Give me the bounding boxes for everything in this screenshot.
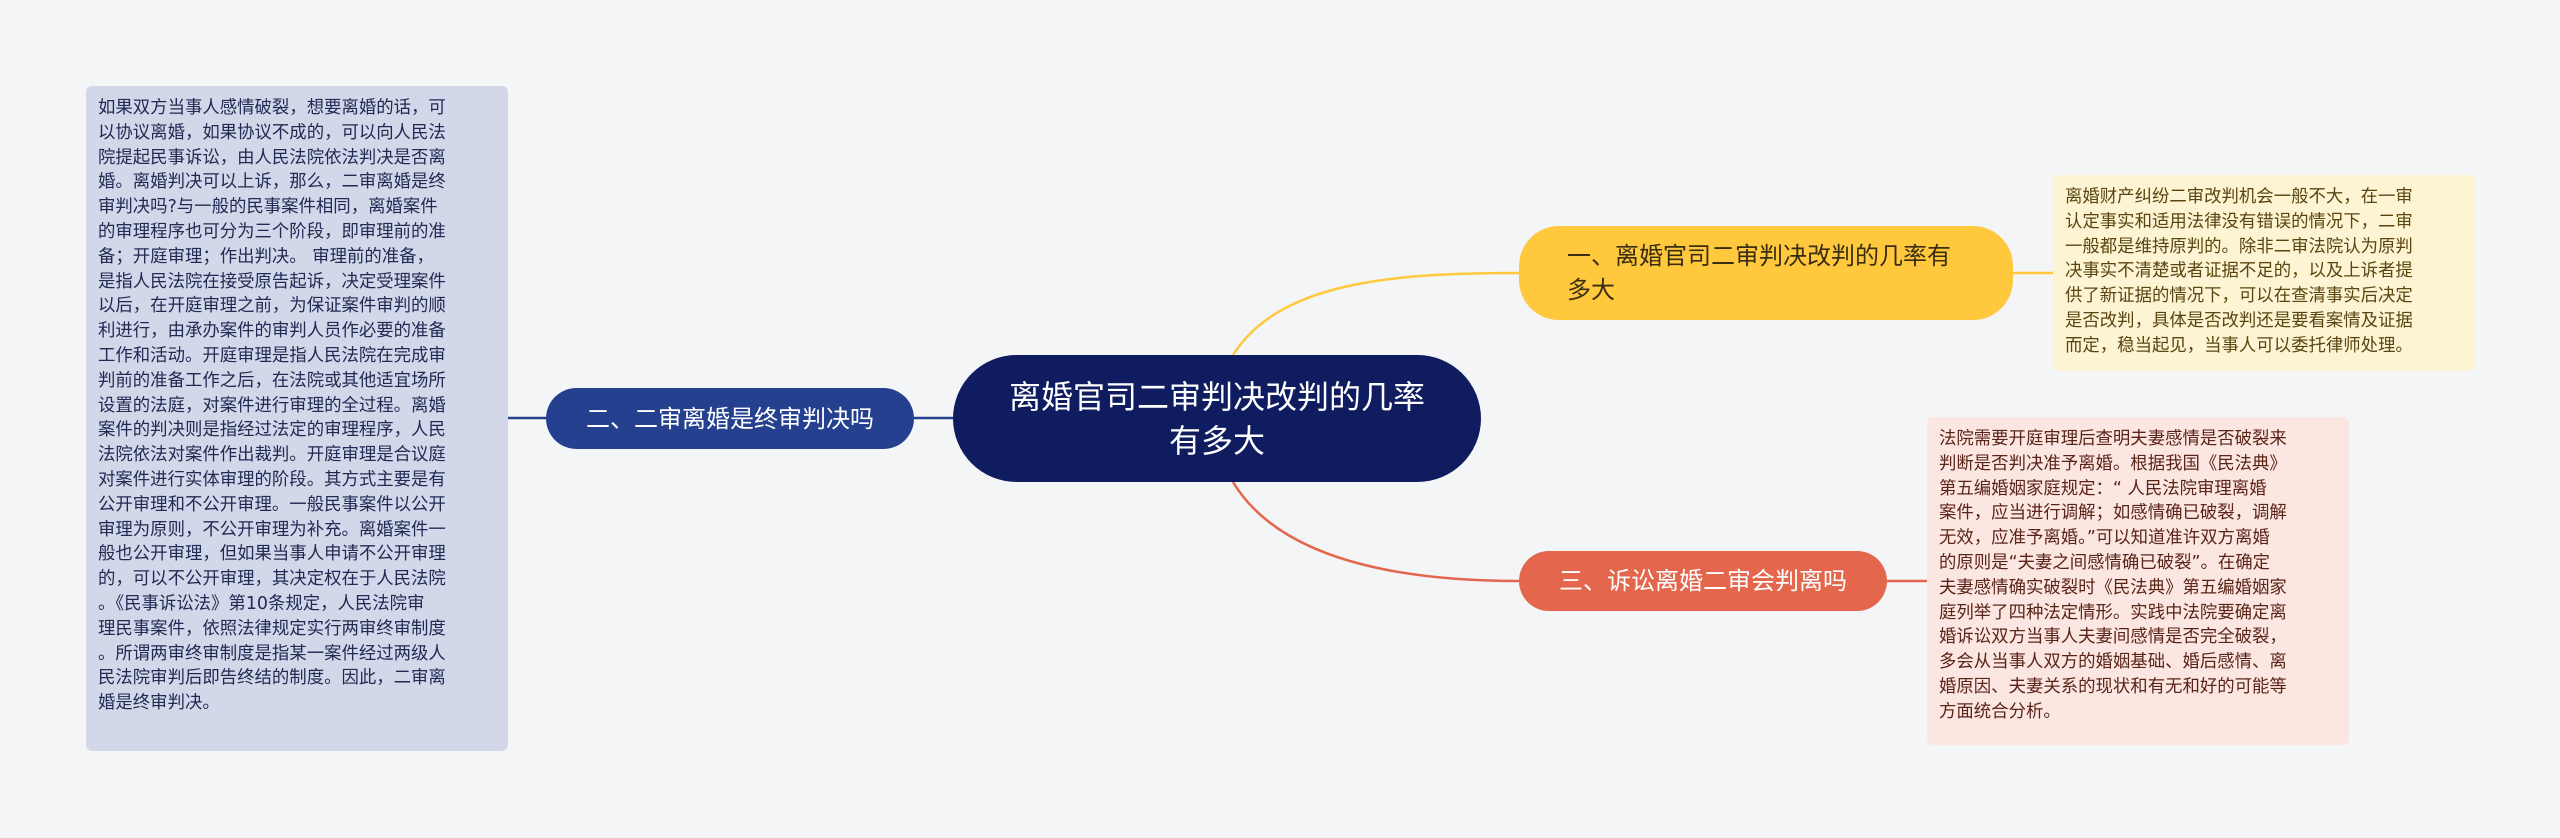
- branch-topic-3-label: 三、诉讼离婚二审会判离吗: [1559, 567, 1847, 595]
- branch-2-detail-note: 如果双方当事人感情破裂，想要离婚的话，可 以协议离婚，如果协议不成的，可以向人民…: [86, 86, 508, 751]
- central-topic-title: 离婚官司二审判决改判的几率有多大: [1008, 377, 1425, 460]
- branch-topic-1[interactable]: 一、离婚官司二审判决改判的几率有多大: [1519, 226, 2013, 320]
- connector-center-to-branch3: [1231, 481, 1520, 583]
- connector-center-to-branch1: [1231, 271, 1520, 356]
- branch-topic-3[interactable]: 三、诉讼离婚二审会判离吗: [1519, 551, 1887, 611]
- branch-topic-1-label: 一、离婚官司二审判决改判的几率有多大: [1567, 242, 1951, 304]
- branch-1-detail-note: 离婚财产纠纷二审改判机会一般不大，在一审 认定事实和适用法律没有错误的情况下，二…: [2053, 175, 2475, 371]
- branch-topic-2-label: 二、二审离婚是终审判决吗: [586, 404, 874, 433]
- branch-3-detail-note: 法院需要开庭审理后查明夫妻感情是否破裂来 判断是否判决准予离婚。根据我国《民法典…: [1927, 417, 2349, 745]
- branch-topic-2[interactable]: 二、二审离婚是终审判决吗: [546, 388, 914, 449]
- central-topic[interactable]: 离婚官司二审判决改判的几率有多大: [953, 355, 1481, 482]
